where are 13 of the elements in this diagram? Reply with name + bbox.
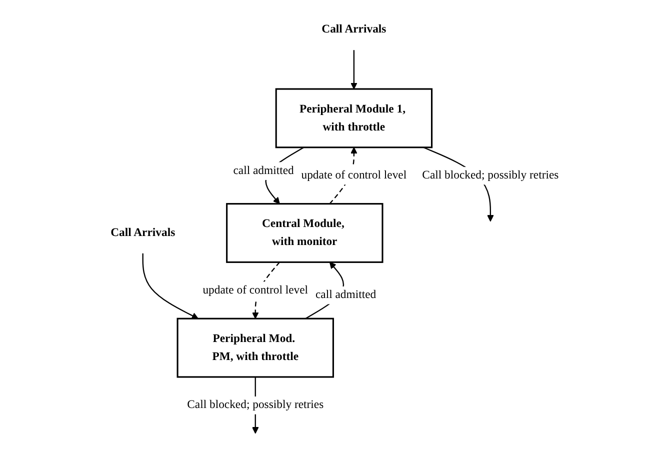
edge-label: Call blocked; possibly retries (422, 166, 558, 184)
edge-label: update of control level (202, 282, 308, 300)
edge-label: update of control level (300, 166, 406, 184)
edge-label: Call blocked; possibly retries (186, 396, 324, 414)
text-label: Call Arrivals (110, 226, 175, 240)
module-box: Central Module, with monitor (226, 203, 383, 263)
text-label: Call Arrivals (321, 23, 386, 36)
edge-label: call admitted (232, 162, 294, 180)
module-box: Peripheral Mod. PM, with throttle (176, 318, 334, 378)
arrow (142, 253, 198, 319)
arrow (350, 50, 357, 90)
module-box: Peripheral Module 1, with throttle (274, 88, 432, 148)
edge-label: call admitted (315, 286, 376, 304)
